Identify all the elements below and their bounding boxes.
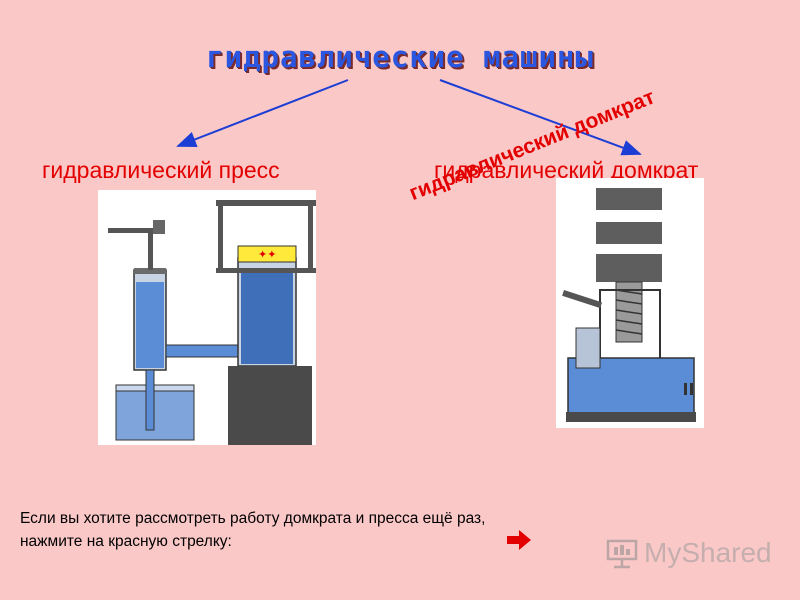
presentation-icon <box>606 539 638 569</box>
page-title: гидравлические машины <box>206 40 594 74</box>
hydraulic-press-image: ✦✦ <box>98 190 316 445</box>
svg-text:✦✦: ✦✦ <box>258 248 276 261</box>
arrow-right <box>439 79 642 156</box>
watermark-text: MyShared <box>644 537 772 568</box>
arrow-left <box>176 79 349 147</box>
watermark: MyShared <box>606 537 772 569</box>
hydraulic-jack-image <box>556 178 704 428</box>
label-press: гидравлический пресс <box>42 157 280 183</box>
instruction-text: Если вы хотите рассмотреть работу домкра… <box>20 510 486 550</box>
red-arrow-icon[interactable] <box>505 528 533 552</box>
